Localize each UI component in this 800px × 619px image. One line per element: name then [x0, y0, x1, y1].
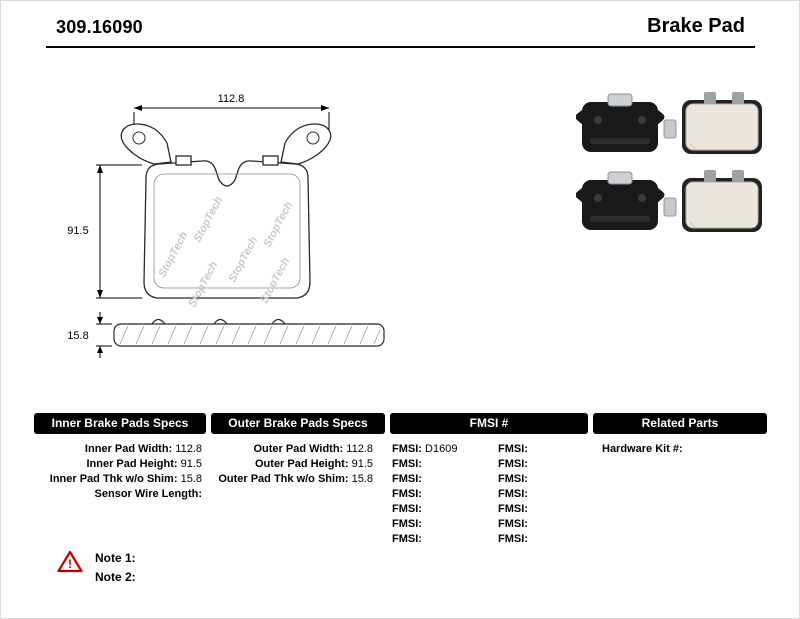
header-outer-specs: Outer Brake Pads Specs: [211, 413, 385, 434]
spec-row: Outer Pad Width: 112.8: [211, 442, 373, 457]
inner-specs-column: Inner Pad Width: 112.8 Inner Pad Height:…: [34, 442, 202, 502]
product-photo: [576, 92, 762, 232]
arrow-down-icon: [97, 290, 103, 298]
spec-label: Inner Pad Width:: [84, 443, 173, 455]
fmsi-row: FMSI: D1609: [392, 442, 492, 457]
fmsi-row: FMSI:: [498, 502, 598, 517]
brake-pad-technical-drawing: 112.8 91.5 StopTech StopTech StopTech St…: [67, 93, 385, 358]
spec-label: FMSI:: [392, 503, 422, 515]
spec-label: FMSI:: [392, 473, 422, 485]
spec-value: 91.5: [351, 458, 373, 470]
spec-label: FMSI:: [498, 473, 528, 485]
dim-width-label: 112.8: [218, 93, 245, 105]
fmsi-row: FMSI:: [498, 487, 598, 502]
spec-label: Outer Pad Height:: [255, 458, 349, 470]
spec-value: D1609: [425, 443, 458, 455]
pad-backing-bottom: [576, 171, 665, 230]
arrow-down-icon: [97, 317, 103, 324]
spec-row: Hardware Kit #:: [602, 442, 767, 457]
hatch-pattern: [119, 325, 381, 345]
header-divider: [46, 46, 755, 48]
related-parts-column: Hardware Kit #:: [602, 442, 767, 457]
spec-label: FMSI:: [392, 533, 422, 545]
header-related-parts: Related Parts: [593, 413, 767, 434]
svg-text:!: !: [68, 557, 72, 571]
dim-height-label: 91.5: [67, 225, 88, 237]
spec-row: Outer Pad Height: 91.5: [211, 457, 373, 472]
spec-label: Hardware Kit #:: [602, 443, 683, 455]
part-number: 309.16090: [56, 17, 143, 37]
fmsi-row: FMSI:: [498, 472, 598, 487]
spec-value: 15.8: [351, 473, 373, 485]
arrow-left-icon: [134, 105, 142, 111]
shim-clip-top: [663, 119, 677, 139]
spec-row: Outer Pad Thk w/o Shim: 15.8: [211, 472, 373, 487]
fmsi-row: FMSI:: [498, 457, 598, 472]
spec-label: FMSI:: [392, 458, 422, 470]
spec-value: 112.8: [175, 443, 202, 455]
note-1-label: Note 1:: [95, 551, 136, 565]
spec-label: FMSI:: [392, 488, 422, 500]
spec-value: 91.5: [180, 458, 202, 470]
arrow-up-icon: [97, 165, 103, 173]
spec-label: FMSI:: [498, 488, 528, 500]
page-title: Brake Pad: [647, 15, 745, 37]
mount-hole-right: [306, 131, 320, 145]
spec-label: Inner Pad Height:: [86, 458, 178, 470]
fmsi-row: FMSI:: [392, 532, 492, 547]
spec-label: Outer Pad Width:: [253, 443, 344, 455]
spec-label: FMSI:: [498, 518, 528, 530]
pad-backing-top: [576, 93, 665, 152]
fmsi-right-column: FMSI: FMSI: FMSI: FMSI: FMSI: FMSI: FMSI…: [498, 442, 598, 547]
dim-height-lines: [96, 164, 142, 299]
spec-label: FMSI:: [498, 533, 528, 545]
fmsi-row: FMSI:: [392, 487, 492, 502]
spec-value: 15.8: [180, 473, 202, 485]
outer-specs-column: Outer Pad Width: 112.8 Outer Pad Height:…: [211, 442, 373, 487]
dim-width-lines: [133, 107, 330, 130]
spec-label: FMSI:: [498, 458, 528, 470]
arrow-up-icon: [97, 346, 103, 353]
note-2-label: Note 2:: [95, 570, 136, 584]
spec-value: 112.8: [346, 443, 373, 455]
pad-front-view: [120, 123, 332, 299]
shim-clip-bottom: [663, 197, 677, 217]
fmsi-row: FMSI:: [498, 442, 598, 457]
spec-label: FMSI:: [498, 443, 528, 455]
pad-side-view: [113, 318, 385, 347]
spec-row: Inner Pad Height: 91.5: [34, 457, 202, 472]
header-inner-specs: Inner Brake Pads Specs: [34, 413, 206, 434]
fmsi-left-column: FMSI: D1609 FMSI: FMSI: FMSI: FMSI: FMSI…: [392, 442, 492, 547]
mount-hole-left: [132, 131, 146, 145]
spec-label: FMSI:: [392, 518, 422, 530]
spec-row: Inner Pad Thk w/o Shim: 15.8: [34, 472, 202, 487]
pad-friction-top: [682, 92, 762, 154]
spec-row: Inner Pad Width: 112.8: [34, 442, 202, 457]
fmsi-row: FMSI:: [392, 457, 492, 472]
arrow-right-icon: [321, 105, 329, 111]
fmsi-row: FMSI:: [392, 502, 492, 517]
warning-triangle-icon: !: [57, 550, 83, 573]
spec-label: FMSI:: [392, 443, 422, 455]
spec-label: Sensor Wire Length:: [94, 488, 202, 500]
spec-label: Outer Pad Thk w/o Shim:: [218, 473, 349, 485]
fmsi-row: FMSI:: [498, 517, 598, 532]
spec-row: Sensor Wire Length:: [34, 487, 202, 502]
pad-friction-bottom: [682, 170, 762, 232]
spec-label: FMSI:: [498, 503, 528, 515]
dim-thickness-label: 15.8: [67, 330, 88, 342]
friction-material-outline: [153, 173, 301, 289]
fmsi-row: FMSI:: [498, 532, 598, 547]
header-fmsi: FMSI #: [390, 413, 588, 434]
fmsi-row: FMSI:: [392, 472, 492, 487]
spec-label: Inner Pad Thk w/o Shim:: [49, 473, 178, 485]
fmsi-row: FMSI:: [392, 517, 492, 532]
